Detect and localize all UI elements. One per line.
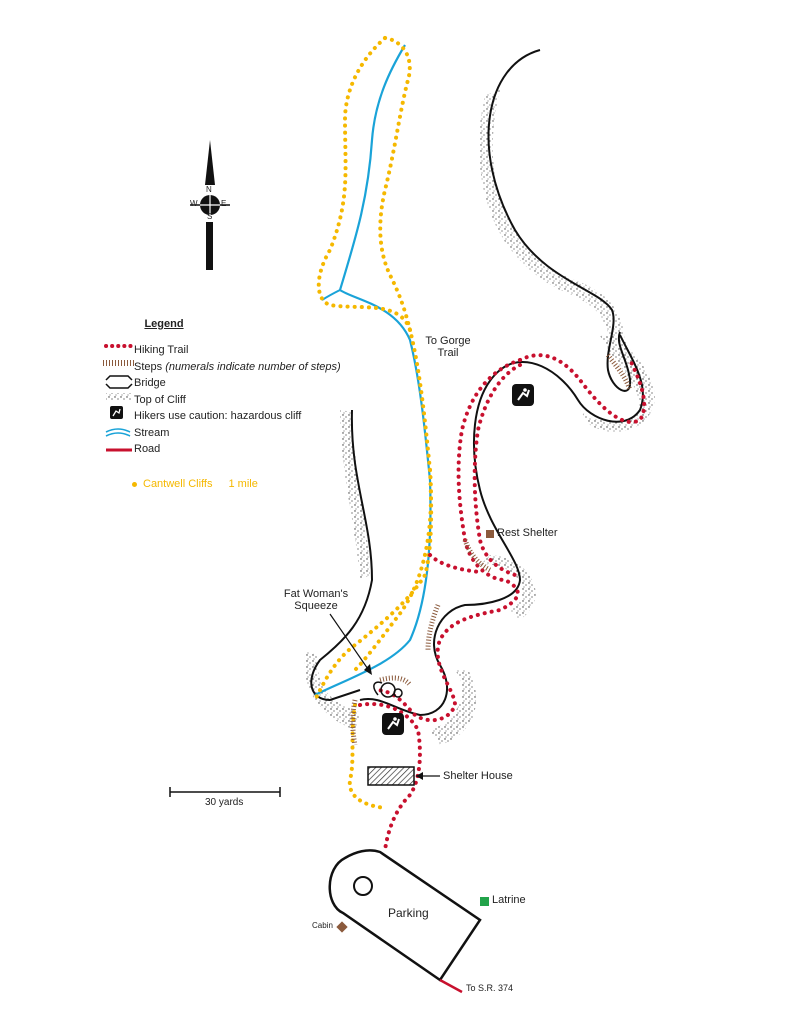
legend-hazard: Hikers use caution: hazardous cliff xyxy=(134,410,302,423)
legend-top-of-cliff: Top of Cliff xyxy=(134,393,186,406)
legend-steps-note: (numerals indicate number of steps) xyxy=(165,360,341,373)
legend-symbols xyxy=(103,344,135,452)
latrine-marker xyxy=(480,897,489,906)
hazard-icon xyxy=(382,713,404,735)
fat-womans-squeeze-label: Fat Woman's Squeeze xyxy=(278,588,354,612)
hazard-icon xyxy=(512,384,534,406)
gorge-trail-line-2: Trail xyxy=(437,347,459,359)
latrine-label: Latrine xyxy=(492,894,526,906)
rest-shelter-marker xyxy=(486,530,494,538)
cliff-stipple xyxy=(304,90,655,745)
fat-womans-line-1: Fat Woman's xyxy=(283,588,349,600)
stream xyxy=(314,44,432,696)
legend-row: Steps (numerals indicate number of steps… xyxy=(104,359,364,376)
legend-row: Hiking Trail xyxy=(104,342,364,359)
legend-steps: Steps xyxy=(134,360,163,373)
to-sr-374-label: To S.R. 374 xyxy=(466,983,514,993)
legend-row: Road xyxy=(104,441,364,458)
rock-formation xyxy=(373,681,403,698)
compass-s: S xyxy=(207,212,213,221)
compass-n: N xyxy=(206,185,212,194)
scale-label: 30 yards xyxy=(205,797,244,808)
legend: Legend Hiking Trail Steps (numerals indi… xyxy=(104,318,364,458)
shelter-house-label: Shelter House xyxy=(443,770,513,782)
rest-shelter-label: Rest Shelter xyxy=(497,527,558,539)
parking-turnaround xyxy=(353,876,373,896)
route-distance: 1 mile xyxy=(228,478,258,490)
scale-bar xyxy=(169,787,281,797)
steps-markers xyxy=(350,353,633,746)
compass-w: W xyxy=(190,199,198,208)
legend-title: Legend xyxy=(144,318,184,330)
gorge-trail-label: To Gorge Trail xyxy=(418,335,478,359)
cabin-label: Cabin xyxy=(312,921,333,930)
legend-stream: Stream xyxy=(134,426,170,439)
shelter-house xyxy=(367,766,415,786)
route-legend: Cantwell Cliffs 1 mile xyxy=(132,478,258,490)
gorge-trail-line-1: To Gorge xyxy=(425,335,471,347)
legend-row: Top of Cliff xyxy=(104,392,364,409)
legend-bridge: Bridge xyxy=(134,377,166,390)
fat-womans-line-2: Squeeze xyxy=(294,600,338,612)
road xyxy=(439,978,463,994)
route-dot-icon xyxy=(132,481,137,487)
legend-row: Hikers use caution: hazardous cliff xyxy=(104,408,364,425)
parking-label: Parking xyxy=(388,906,429,920)
legend-row: Bridge xyxy=(104,375,364,392)
legend-hiking-trail: Hiking Trail xyxy=(134,344,189,357)
compass-e: E xyxy=(221,199,227,208)
legend-road: Road xyxy=(134,443,161,456)
cabin-marker xyxy=(336,921,348,933)
compass-icon xyxy=(190,140,230,270)
legend-row: Stream xyxy=(104,425,364,442)
cliff-top-line xyxy=(310,49,644,717)
route-name: Cantwell Cliffs xyxy=(143,478,213,490)
